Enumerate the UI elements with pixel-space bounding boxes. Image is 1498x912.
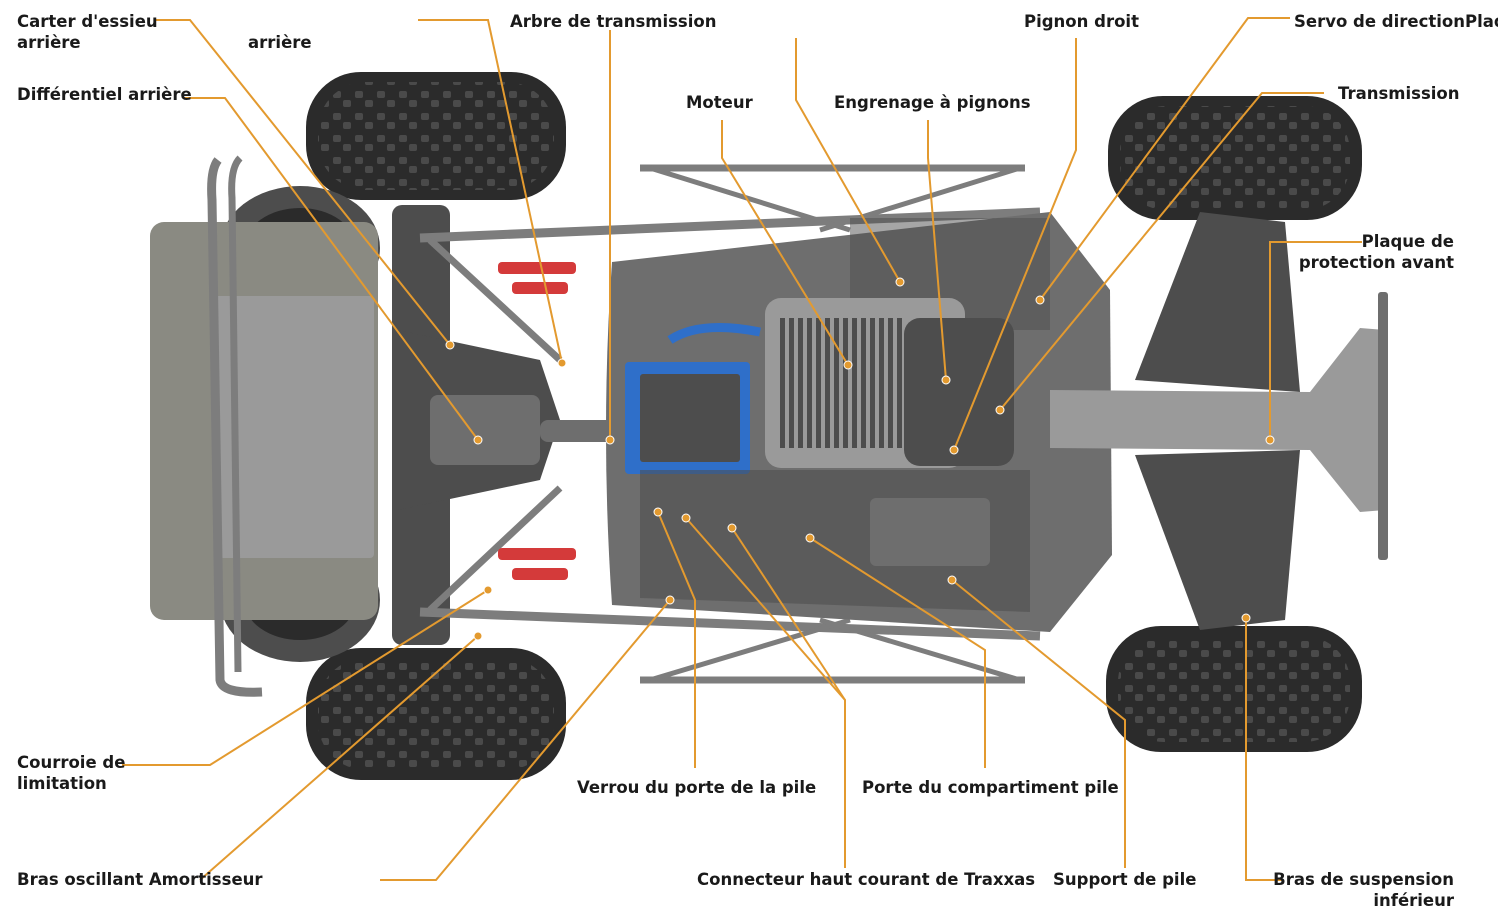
label-support-pile: Support de pile bbox=[1053, 870, 1197, 889]
label-carter-essieu: Carter d'essieu arrière bbox=[17, 12, 158, 52]
motor-fin bbox=[834, 318, 839, 448]
label-bras-oscillant-amortisseur: Bras oscillant Amortisseur bbox=[17, 870, 263, 889]
leader-bras-oscillant bbox=[199, 635, 479, 881]
label-courroie-limitation: Courroie de limitation bbox=[17, 753, 126, 793]
tire-front-top bbox=[1108, 96, 1362, 220]
label-pignon-droit: Pignon droit bbox=[1024, 12, 1139, 31]
leader-engrenage bbox=[927, 120, 947, 381]
leader-arriere bbox=[418, 19, 563, 364]
leader-top-center bbox=[795, 38, 901, 283]
label-arriere: arrière bbox=[248, 33, 312, 52]
leader-courroie bbox=[122, 589, 489, 766]
leader-transmission bbox=[999, 92, 1324, 411]
leader-connecteur-2 bbox=[731, 527, 846, 701]
leader-differentiel bbox=[183, 97, 479, 441]
leader-porte bbox=[809, 537, 986, 768]
motor-fin bbox=[888, 318, 893, 448]
label-plaque-protection: Plaque de protection avant bbox=[1298, 232, 1454, 272]
esc bbox=[625, 323, 761, 474]
tire-rear-bottom bbox=[306, 648, 566, 780]
motor-fin bbox=[897, 318, 902, 448]
shock-top bbox=[498, 262, 576, 294]
motor-fin bbox=[852, 318, 857, 448]
battery-compartment bbox=[640, 470, 1030, 612]
leader-verrou bbox=[657, 511, 696, 768]
motor-fin bbox=[816, 318, 821, 448]
motor-fin bbox=[798, 318, 803, 448]
label-transmission: Transmission bbox=[1338, 84, 1460, 103]
tire-front-bottom bbox=[1106, 626, 1362, 752]
leader-moteur bbox=[721, 120, 849, 366]
motor-fin bbox=[807, 318, 812, 448]
motor-fin bbox=[825, 318, 830, 448]
tire-rear-top bbox=[306, 72, 566, 200]
label-verrou-porte-pile: Verrou du porte de la pile bbox=[577, 778, 817, 797]
label-servo-direction: Servo de directionPlaq bbox=[1294, 12, 1498, 31]
motor-fin bbox=[861, 318, 866, 448]
leader-servo bbox=[1039, 17, 1290, 301]
leader-bras-suspension bbox=[1245, 618, 1282, 881]
rear-bumper bbox=[150, 155, 378, 697]
leader-dots bbox=[445, 277, 1275, 641]
label-arbre-transmission: Arbre de transmission bbox=[510, 12, 717, 31]
label-moteur: Moteur bbox=[686, 93, 753, 112]
leader-support bbox=[951, 579, 1126, 868]
label-engrenage-pignons: Engrenage à pignons bbox=[834, 93, 1031, 112]
label-connecteur-haut-courant: Connecteur haut courant de Traxxas bbox=[697, 870, 1036, 889]
label-bras-suspension-inferieur: Bras de suspension inférieur bbox=[1273, 870, 1454, 910]
motor-fin bbox=[870, 318, 875, 448]
label-porte-compartiment-pile: Porte du compartiment pile bbox=[862, 778, 1119, 797]
motor-fin bbox=[780, 318, 785, 448]
motor-fin bbox=[879, 318, 884, 448]
leader-plaque bbox=[1269, 241, 1362, 440]
motor-fin bbox=[843, 318, 848, 448]
leader-pignon-droit bbox=[953, 38, 1077, 451]
motor bbox=[765, 298, 1014, 468]
shock-bottom bbox=[498, 548, 576, 580]
leader-lines bbox=[122, 17, 1362, 881]
leader-amortisseur bbox=[380, 599, 671, 881]
leader-carter-essieu bbox=[155, 19, 451, 346]
front-skid-plate bbox=[1050, 212, 1388, 630]
label-differentiel-arriere: Différentiel arrière bbox=[17, 85, 192, 104]
motor-fin bbox=[789, 318, 794, 448]
